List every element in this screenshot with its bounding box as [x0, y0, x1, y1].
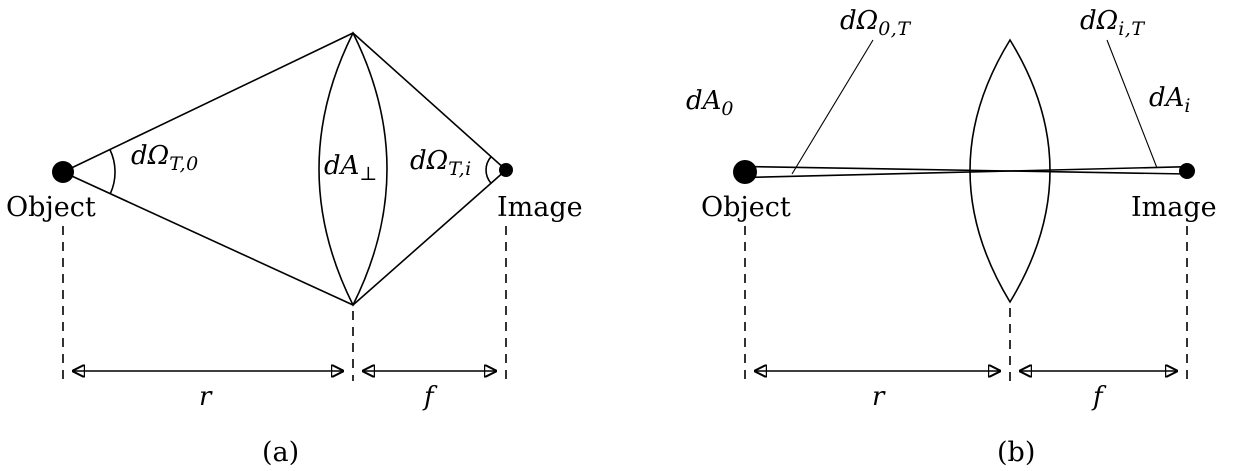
label-main: dA [686, 86, 722, 116]
solid-angle-image-label-b: dΩi,T [1080, 6, 1145, 39]
object-dot [733, 160, 757, 184]
ray-object-to-lens-top [62, 32, 354, 173]
r-label-a: r [199, 382, 212, 412]
label-main: dA [1149, 83, 1185, 113]
label-main: dΩ [840, 6, 879, 36]
ray-lower [744, 165, 1188, 179]
solid-angle-object-label-b: dΩ0,T [840, 6, 911, 39]
ray-lens-top-to-image [352, 32, 507, 171]
ray-object-to-lens-bottom [62, 171, 354, 306]
pointer-solid-angle-object [791, 39, 874, 175]
label-main: dΩ [410, 146, 449, 176]
image-label-a: Image [497, 192, 583, 223]
label-sub: i [1184, 95, 1191, 118]
label-main: dΩ [1080, 6, 1119, 36]
image-angle-arc [485, 156, 492, 184]
label-sub: ⊥ [359, 163, 378, 186]
panel-a-geometry [52, 31, 513, 381]
label-main: dA [324, 151, 360, 181]
r-label-b: r [872, 382, 885, 412]
pointer-solid-angle-image [1106, 39, 1158, 169]
ray-lens-bottom-to-image [352, 169, 507, 306]
label-sub: i,T [1118, 18, 1145, 41]
image-dot [1179, 163, 1195, 179]
image-dot [499, 163, 513, 177]
lens-area-label-a: dA⊥ [324, 151, 378, 184]
label-sub: T,i [448, 158, 472, 181]
label-sub: T,0 [169, 153, 199, 176]
solid-angle-object-label-a: dΩT,0 [131, 141, 199, 174]
object-label-b: Object [701, 192, 791, 223]
caption-b: (b) [997, 437, 1036, 468]
ray-upper [744, 165, 1188, 175]
caption-a: (a) [262, 437, 300, 468]
object-label-a: Object [6, 192, 96, 223]
image-area-label-b: dAi [1149, 83, 1191, 116]
f-label-a: f [424, 382, 434, 412]
object-area-label-b: dA0 [686, 86, 734, 119]
label-sub: 0,T [878, 18, 911, 41]
lens-a [318, 31, 388, 307]
lens-b [969, 38, 1051, 304]
image-label-b: Image [1131, 192, 1217, 223]
label-main: dΩ [131, 141, 170, 171]
panel-b-geometry [733, 38, 1195, 381]
object-angle-arc [109, 149, 116, 195]
f-label-b: f [1093, 382, 1103, 412]
object-dot [52, 161, 74, 183]
solid-angle-image-label-a: dΩT,i [410, 146, 472, 179]
label-sub: 0 [721, 98, 735, 121]
